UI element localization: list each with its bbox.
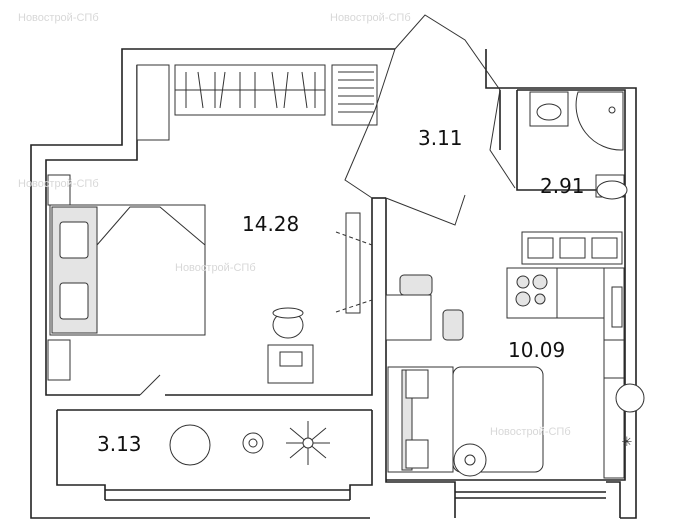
watermark: Новострой-СПб [18, 12, 99, 24]
kitchen-fixtures: ✳ [385, 267, 645, 479]
watermark: Новострой-СПб [490, 426, 571, 438]
sofa [387, 366, 544, 477]
bathroom-area: 2.91 [540, 174, 585, 198]
watermark: Новострой-СПб [330, 12, 411, 24]
kitchen-area: 10.09 [508, 338, 566, 362]
bathroom-fixtures [521, 91, 628, 265]
balcony-area: 3.13 [97, 432, 142, 456]
balcony-furniture [139, 374, 330, 466]
snowflake-icon: ✳ [622, 435, 633, 450]
living-room-area: 14.28 [242, 212, 300, 236]
living-furniture [267, 212, 373, 384]
hallway-area: 3.11 [418, 126, 463, 150]
watermark: Новострой-СПб [18, 178, 99, 190]
watermark: Новострой-СПб [175, 262, 256, 274]
bed [47, 174, 206, 381]
wardrobe [136, 64, 378, 141]
entry-door [344, 14, 516, 226]
